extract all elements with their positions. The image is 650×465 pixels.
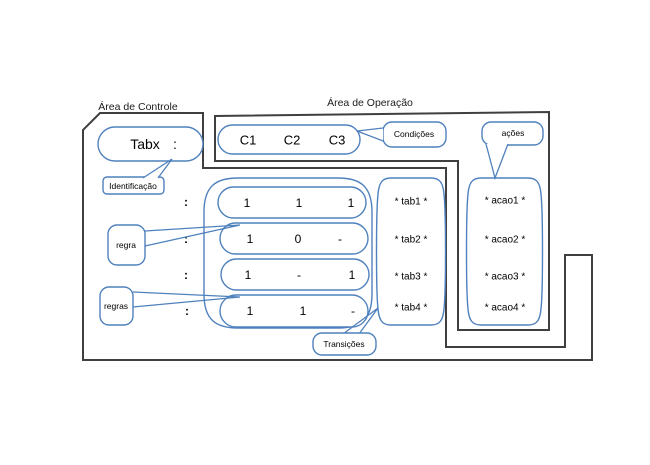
condition-c1: C1 [240, 133, 257, 148]
rule-row-colon-4: : [185, 304, 189, 318]
rule-cell-r4c3: - [351, 304, 355, 318]
identification-callout [102, 176, 165, 195]
conditions-header-shape [217, 124, 361, 155]
table-id-name: Tabx [130, 136, 160, 152]
control-area-label: Área de Controle [98, 100, 178, 113]
rule-row-shape-1 [217, 186, 367, 219]
transitions-callout-label: Transições [323, 339, 364, 349]
rule-callout-tail [144, 224, 241, 247]
rule-cell-r2c1: 1 [247, 232, 254, 246]
rule-cell-r3c1: 1 [245, 268, 252, 282]
rule-callout [107, 224, 146, 266]
rules-callout [99, 286, 134, 326]
action-item-2: * acao2 * [485, 235, 526, 246]
rule-row-shape-2 [219, 222, 369, 255]
rule-cell-r3c2: - [297, 268, 301, 282]
condition-c2: C2 [284, 133, 301, 148]
rules-callout-tail [132, 291, 241, 308]
rule-row-colon-3: : [184, 268, 188, 282]
transitions-column-shape [375, 177, 447, 326]
transition-item-2: * tab2 * [395, 235, 428, 246]
rule-cell-r1c1: 1 [244, 196, 251, 210]
actions-column-shape [465, 177, 544, 326]
rule-callout-label: regra [116, 240, 136, 250]
action-item-4: * acao4 * [485, 303, 526, 314]
transitions-callout [312, 332, 377, 356]
conditions-callout-tail [356, 127, 384, 142]
control-area-outline [82, 112, 593, 361]
rule-cell-r3c3: 1 [349, 268, 356, 282]
rule-row-shape-3 [220, 258, 370, 291]
action-item-1: * acao1 * [485, 196, 526, 207]
identification-callout-label: Identificação [109, 181, 157, 191]
identification-callout-tail [142, 158, 173, 179]
rule-cell-r1c3: 1 [348, 196, 355, 210]
condition-c3: C3 [329, 133, 346, 148]
actions-callout [481, 121, 544, 146]
table-id-shape [97, 126, 204, 162]
rule-row-colon-1: : [184, 195, 188, 209]
rule-cell-r4c1: 1 [247, 304, 254, 318]
rule-cell-r4c2: 1 [300, 304, 307, 318]
transition-item-4: * tab4 * [395, 303, 428, 314]
rules-callout-label: regras [104, 301, 128, 311]
rule-cell-r2c2: 0 [295, 232, 302, 246]
actions-callout-tail [485, 143, 509, 181]
operation-area-outline [214, 110, 550, 331]
rule-cell-r1c2: 1 [296, 196, 303, 210]
transition-item-3: * tab3 * [395, 272, 428, 283]
rule-row-shape-4 [219, 294, 369, 328]
operation-area-label: Área de Operação [327, 96, 413, 109]
conditions-callout-label: Condições [394, 129, 434, 139]
action-item-3: * acao3 * [485, 272, 526, 283]
actions-callout-label: ações [502, 128, 525, 138]
table-id-colon: : [173, 136, 177, 152]
transition-item-1: * tab1 * [395, 197, 428, 208]
rule-cell-r2c3: - [338, 232, 342, 246]
transitions-callout-tail [342, 307, 379, 335]
rule-row-colon-2: : [184, 232, 188, 246]
